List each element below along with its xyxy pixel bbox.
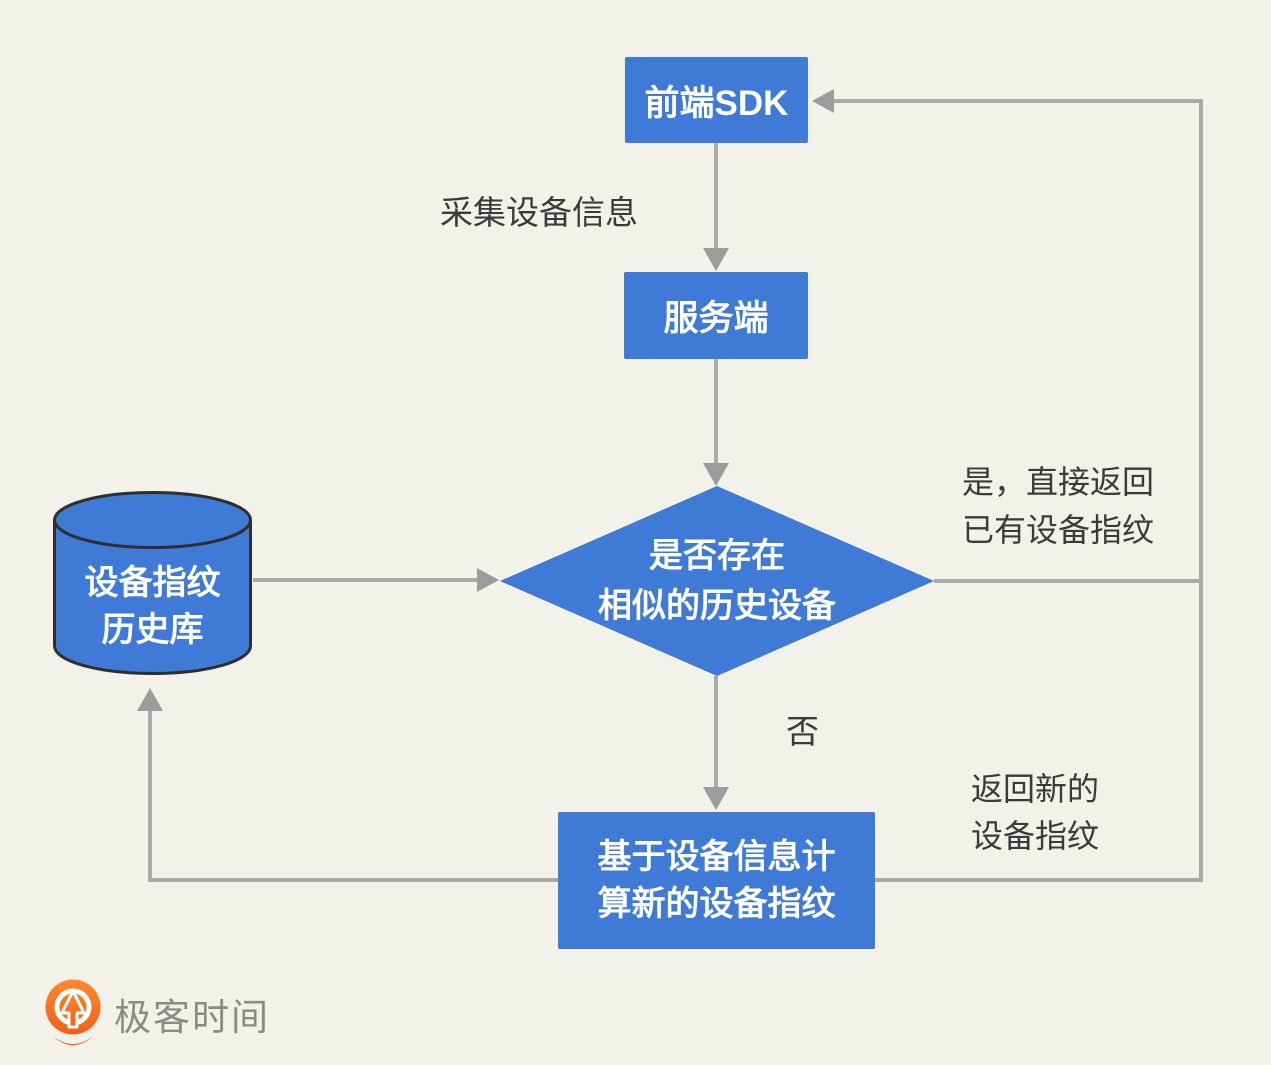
node-database-label: 设备指纹 历史库 [84, 563, 221, 649]
edge-label-no: 否 [786, 713, 819, 750]
edge-compute-to-database [148, 704, 558, 882]
node-server-label: 服务端 [663, 299, 769, 338]
arrowhead-into-database [137, 688, 163, 711]
brand-name: 极客时间 [114, 997, 270, 1038]
edge-label-return-new-fingerprint: 返回新的 设备指纹 [971, 771, 1100, 854]
arrowhead-into-decision-top [703, 463, 729, 486]
database-cylinder-icon [53, 491, 252, 675]
arrowhead-into-server [703, 248, 729, 271]
edge-label-yes-return-existing: 是，直接返回 已有设备指纹 [962, 464, 1155, 548]
node-compute-new-fingerprint: 基于设备信息计 算新的设备指纹 [558, 812, 875, 949]
brand-footer: 极客时间 [42, 978, 270, 1050]
node-frontend-sdk: 前端SDK [625, 57, 808, 143]
arrowhead-into-compute [703, 787, 729, 810]
node-frontend-sdk-label: 前端SDK [644, 83, 789, 123]
node-compute-label: 基于设备信息计 算新的设备指纹 [597, 837, 836, 923]
node-server: 服务端 [624, 272, 808, 359]
geektime-logo-icon [45, 979, 101, 1046]
edge-return-loop [831, 99, 1203, 882]
arrowhead-into-sdk [812, 89, 834, 113]
edge-label-collect-device-info: 采集设备信息 [440, 194, 638, 231]
arrowhead-into-decision-left [477, 568, 499, 592]
node-decision-label: 是否存在 相似的历史设备 [598, 537, 836, 625]
node-fingerprint-history-db: 设备指纹 历史库 [52, 490, 253, 676]
